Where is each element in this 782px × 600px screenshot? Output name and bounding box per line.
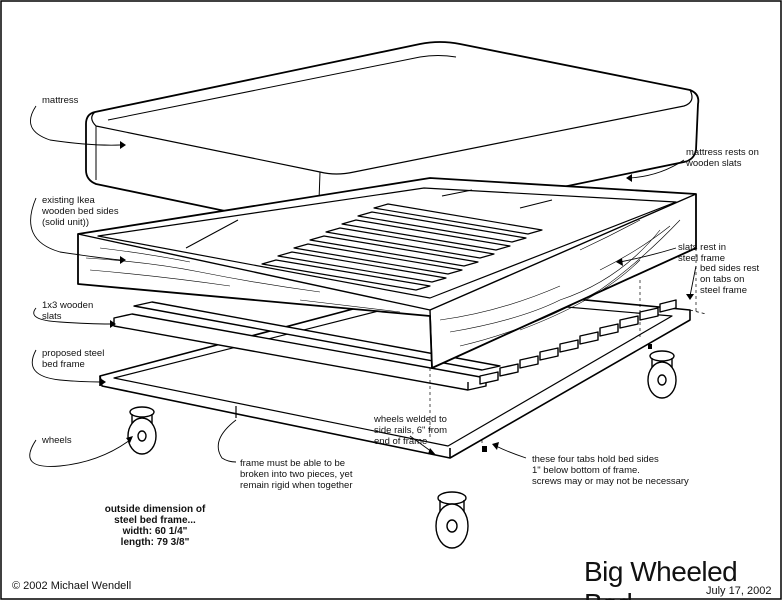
label-wheels-welded: wheels welded to side rails, 6" from end…: [374, 414, 448, 447]
label-existing-sides: existing Ikea wooden bed sides (solid un…: [42, 195, 119, 228]
label-wheels: wheels: [42, 435, 72, 446]
alignment-lines: [429, 248, 697, 446]
wheel-left: [127, 406, 157, 455]
label-proposed-frame: proposed steel bed frame: [42, 348, 105, 370]
label-frame-two-pieces: frame must be able to be broken into two…: [240, 458, 353, 491]
diagram-title: Big Wheeled Bed: [584, 556, 738, 600]
label-mattress: mattress: [42, 95, 79, 106]
diagram-date: July 17, 2002: [706, 585, 772, 597]
upper-slats-drawing: [261, 203, 543, 291]
leader-arrowheads: [100, 141, 694, 455]
tab-markers: [482, 344, 652, 452]
leader-lines: [29, 105, 697, 467]
lower-slats-drawing: [113, 299, 677, 391]
label-mattress-rests: mattress rests on wooden slats: [686, 147, 759, 169]
label-outside-dimension: outside dimension of steel bed frame... …: [104, 504, 206, 548]
wheel-right: [647, 350, 677, 399]
copyright-text: © 2002 Michael Wendell: [12, 580, 132, 592]
label-slats: 1x3 wooden slats: [42, 300, 94, 322]
label-slats-rest: slats rest in steel frame: [678, 242, 727, 264]
label-tabs: these four tabs hold bed sides 1" below …: [532, 454, 689, 487]
wheel-front: [435, 491, 469, 549]
label-sides-rest: bed sides rest on tabs on steel frame: [700, 263, 760, 296]
